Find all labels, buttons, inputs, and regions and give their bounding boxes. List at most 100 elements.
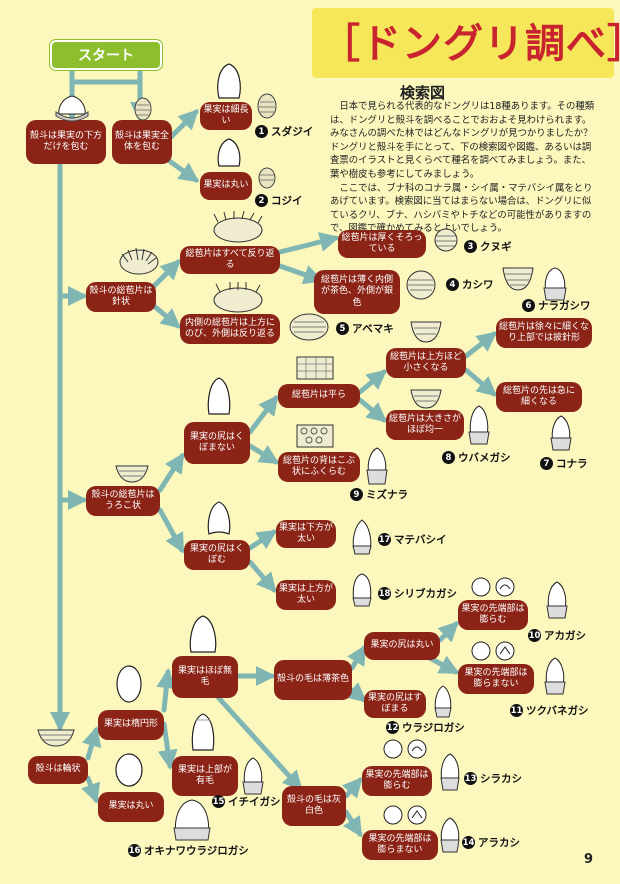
key-node-base-round: 果実の尻は丸い <box>364 632 440 660</box>
key-node-bracts-abrupt: 総苞片の先は急に細くなる <box>496 382 582 412</box>
species-name: ウラジロガシ <box>402 722 465 734</box>
acorn-illustration-akagashi <box>546 581 568 619</box>
key-node-bracts-tapering: 総苞片は上方ほど小さくなる <box>386 348 466 378</box>
bract-pattern-knobbed <box>296 424 334 448</box>
acorn-illustration-urajirogashi <box>434 685 452 718</box>
key-node-tip-flat-a: 果実の先端部は膨らまない <box>458 664 534 694</box>
acorn-illustration-okinawaurajirogashi <box>173 799 211 841</box>
species-number: 13 <box>464 772 477 785</box>
intro-text: 日本で見られる代表的なドングリは18種あります。その種類は、ドングリと殻斗を調べ… <box>330 100 602 236</box>
acorn-illustration-kashiwa <box>406 270 436 300</box>
species-name: ナラガシワ <box>538 300 591 312</box>
intro-paragraph-1: 日本で見られる代表的なドングリは18種あります。その種類は、ドングリと殻斗を調べ… <box>330 101 602 180</box>
key-node-fruit-wide-base: 果実は下方が太い <box>276 520 336 548</box>
species-name: アカガシ <box>544 630 586 642</box>
key-node-base-flat: 果実の尻はくぼまない <box>184 422 250 464</box>
species-name: ツクバネガシ <box>526 705 589 717</box>
species-name: クヌギ <box>480 241 512 253</box>
key-node-fruit-wide-top: 果実は上方が太い <box>276 580 336 610</box>
species-name: カシワ <box>462 279 494 291</box>
species-name: スダジイ <box>271 126 314 138</box>
species-number: 9 <box>350 488 363 501</box>
acorn-illustration-matebashii <box>352 519 372 555</box>
key-node-fruit-glabrous: 果実はほぼ無毛 <box>172 656 238 698</box>
species-name: アベマキ <box>352 323 394 335</box>
species-number: 16 <box>128 844 141 857</box>
acorn-illustration-base-hollow <box>207 501 231 535</box>
acorn-illustration-naragashiwa <box>543 267 567 301</box>
cupule-illustration-uniform <box>410 389 442 409</box>
species-name: コナラ <box>556 458 588 470</box>
key-node-fruit-long: 果実は細長い <box>200 102 252 130</box>
key-node-bracts-reflexed: 総苞片はすべて反り返る <box>180 246 280 274</box>
species-number: 18 <box>378 587 391 600</box>
intro-paragraph-2: ここでは、ブナ科のコナラ属・シイ属・マテバシイ属をとりあげています。検索図に当て… <box>330 182 593 235</box>
key-node-bracts-mixed: 内側の総苞片は上方にのび、外側は反り返る <box>180 314 280 344</box>
species-number: 6 <box>522 299 535 312</box>
start-label: スタート <box>50 40 162 70</box>
key-node-base-tapered: 果実の尻はすぼまる <box>364 690 426 718</box>
species-number: 1 <box>255 125 268 138</box>
key-node-tip-swollen-a: 果実の先端部は膨らむ <box>458 600 528 630</box>
cupule-illustration-sudajii <box>257 93 277 119</box>
acorn-illustration-tsukubanegashi <box>544 657 566 695</box>
acorn-illustration-konara <box>550 415 572 451</box>
bract-pattern-flat <box>296 356 334 380</box>
species-name: オキナワウラジロガシ <box>144 845 249 857</box>
key-node-fruit-hairy-top: 果実は上部が有毛 <box>172 756 238 796</box>
acorn-illustration-shiribukagashi <box>352 573 372 607</box>
key-node-bracts-knobbed: 総苞片の背はこぶ状にふくらむ <box>278 452 360 482</box>
title-banner <box>312 8 614 78</box>
species-name: ミズナラ <box>366 489 408 501</box>
species-name: シリブカガシ <box>394 588 457 600</box>
species-number: 8 <box>442 451 455 464</box>
species-number: 11 <box>510 704 523 717</box>
species-number: 17 <box>378 533 391 546</box>
species-name: コジイ <box>271 195 303 207</box>
tip-illustration-swollen-a <box>471 577 515 597</box>
acorn-illustration-ubamegashi <box>468 405 490 445</box>
acorn-illustration-mizunara <box>366 447 388 485</box>
species-number: 3 <box>464 240 477 253</box>
cupule-illustration-needle <box>119 247 159 275</box>
cupule-illustration-reflexed <box>213 210 263 243</box>
acorn-illustration-hairy-top <box>191 713 215 751</box>
species-number: 12 <box>386 721 399 734</box>
cupule-illustration-tapering <box>410 321 442 343</box>
key-node-bracts-thick: 総苞片は厚くそろっている <box>338 230 426 258</box>
acorn-illustration-base-flat <box>207 377 231 415</box>
cupule-illustration-ring <box>37 729 75 747</box>
species-name: シラカシ <box>480 773 522 785</box>
key-node-bracts-scale: 殻斗の総苞片はうろこ状 <box>86 486 160 516</box>
key-subtitle: 検索図 <box>400 84 446 102</box>
key-node-cupule-lower: 殻斗は果実の下方だけを包む <box>26 120 106 164</box>
key-node-cupule-ring: 殻斗は輪状 <box>28 756 88 784</box>
key-node-hairs-grey: 殻斗の毛は灰白色 <box>282 786 346 826</box>
acorn-illustration-glabrous <box>189 615 217 653</box>
key-node-bracts-lanceolate: 総苞片は徐々に細くなり上部では披針形 <box>496 318 592 348</box>
page-number: 9 <box>584 852 594 867</box>
key-node-tip-flat-b: 果実の先端部は膨らまない <box>362 830 438 860</box>
acorn-illustration-shirakashi <box>440 753 460 791</box>
tip-illustration-swollen-b <box>383 739 427 759</box>
species-number: 7 <box>540 457 553 470</box>
cupule-illustration-naragashiwa <box>502 267 534 291</box>
acorn-illustration-ichiigashi <box>242 757 264 795</box>
key-node-base-hollow: 果実の尻はくぼむ <box>184 540 250 570</box>
acorn-illustration-elliptic <box>116 665 142 703</box>
key-node-bracts-needle: 殻斗の総苞片は針状 <box>86 282 156 312</box>
